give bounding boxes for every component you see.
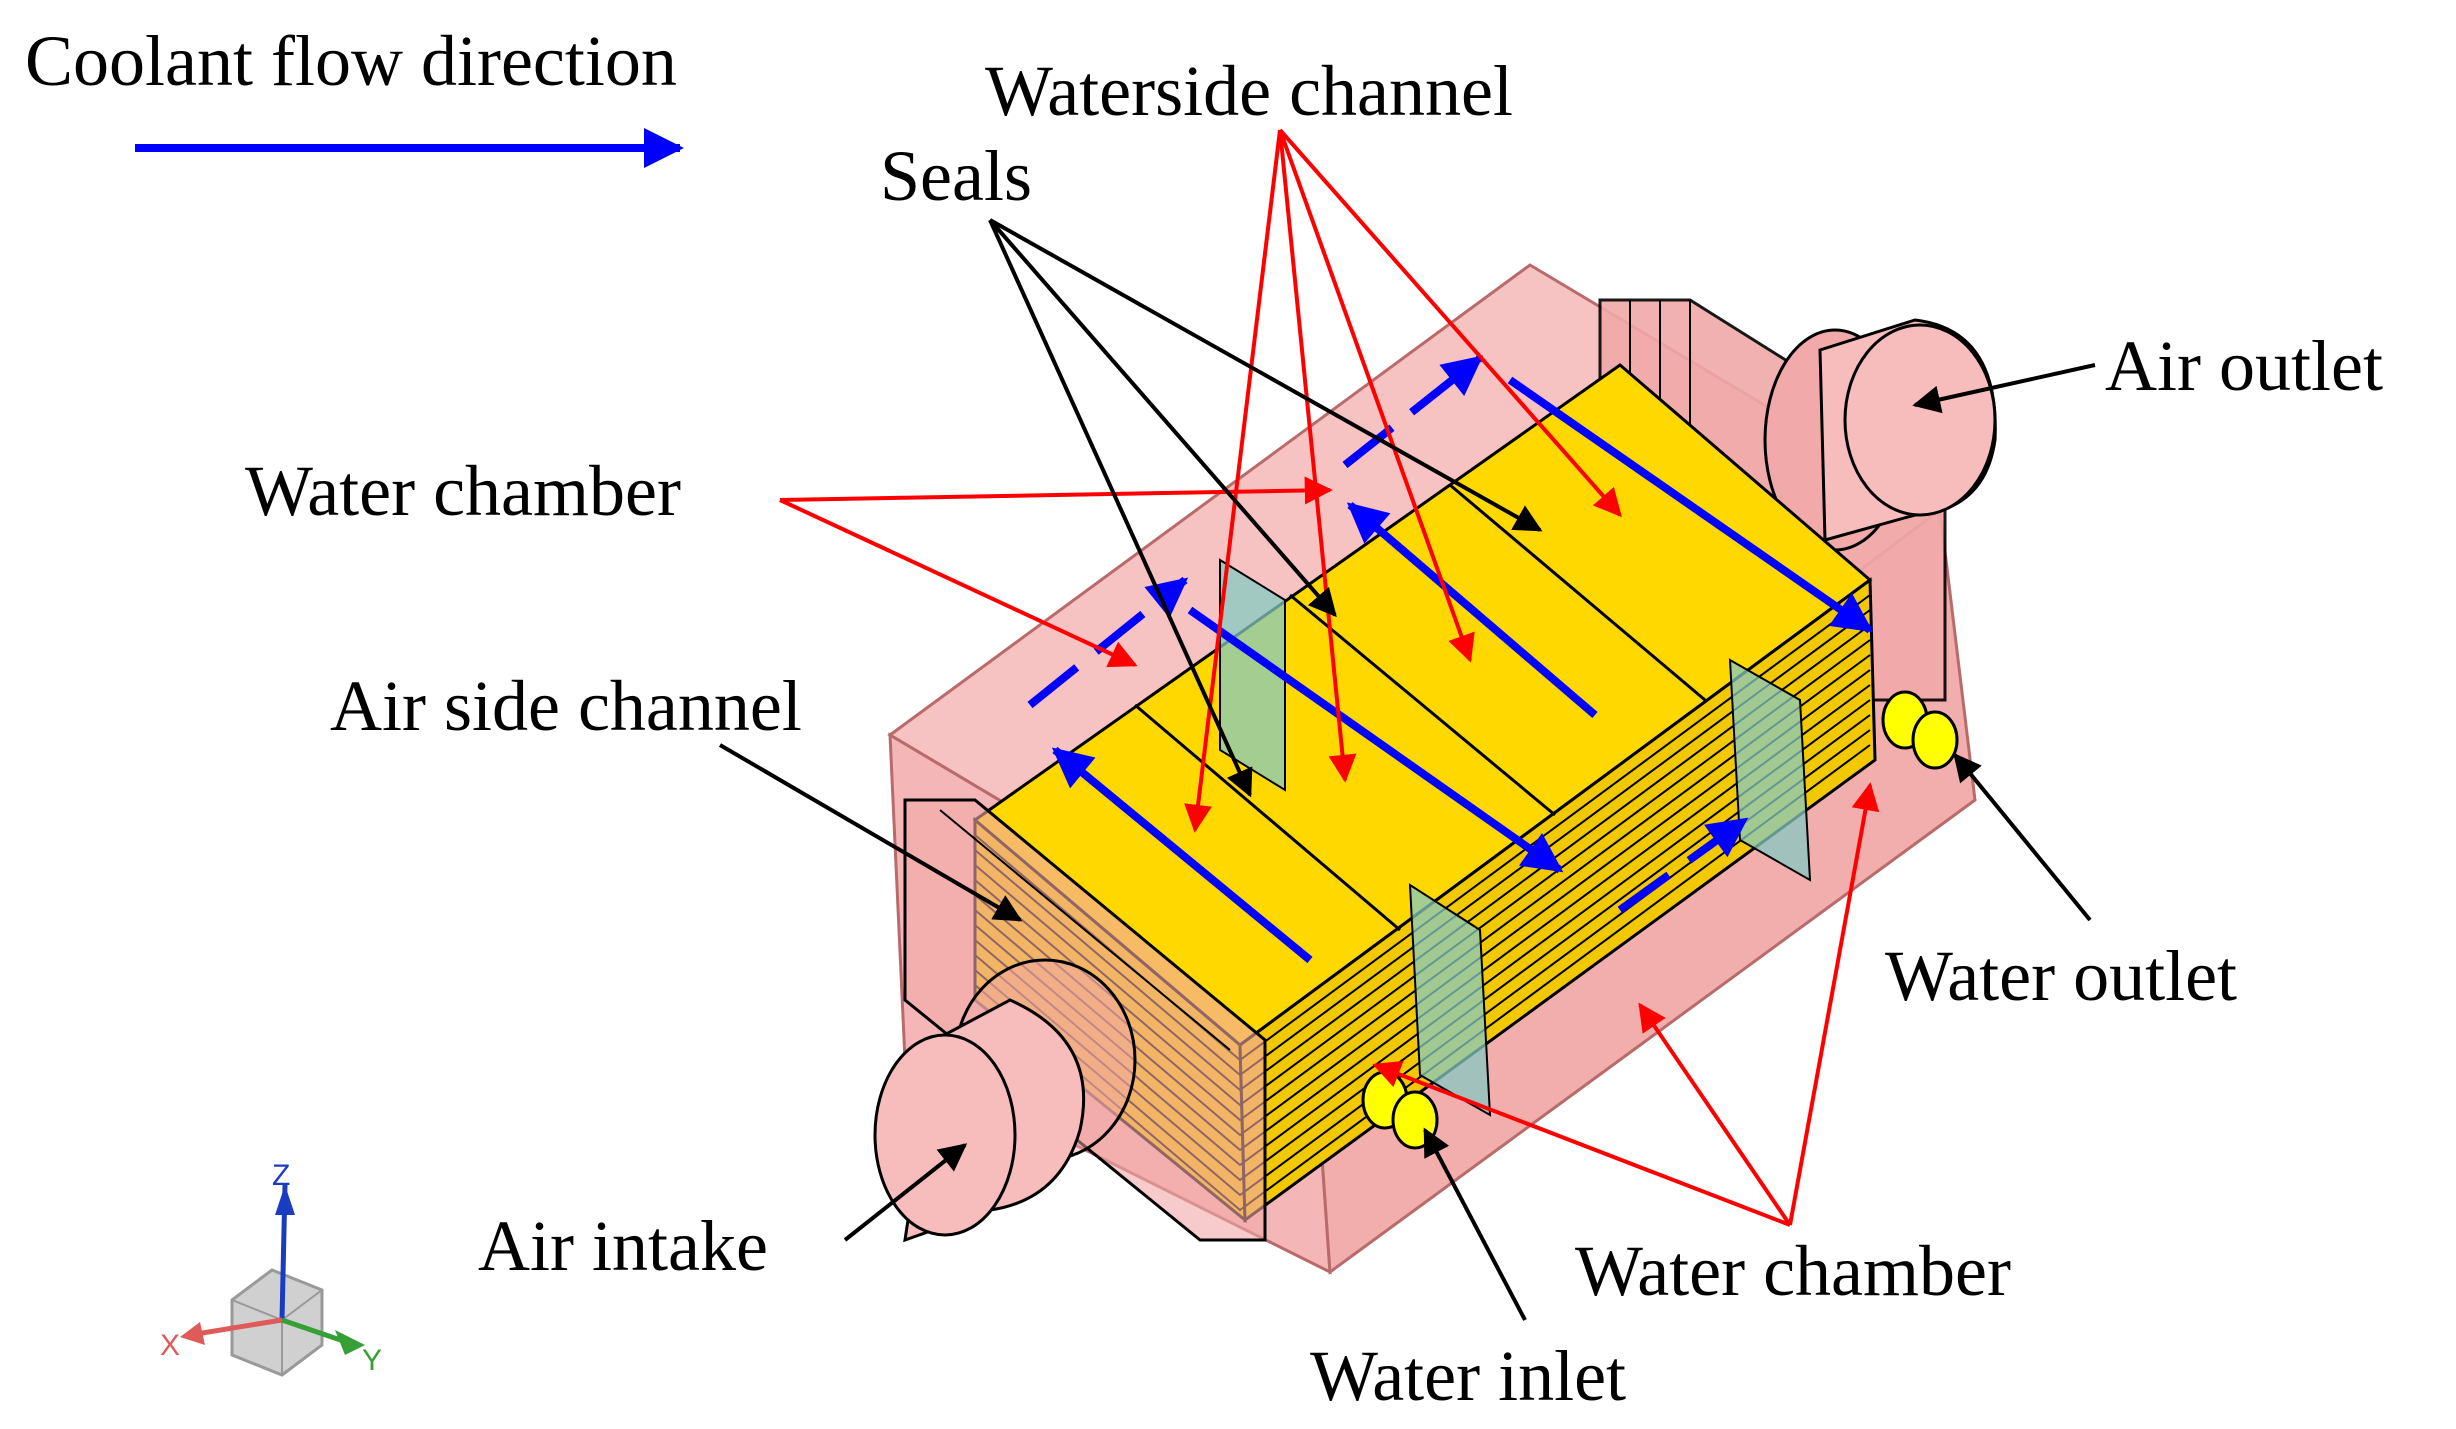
labels: Waterside channel Seals Water chamber Ai… — [245, 51, 2383, 1416]
label-air-outlet: Air outlet — [2105, 326, 2383, 406]
seals — [1219, 558, 1812, 1117]
air-outlet-pipe — [1818, 318, 1997, 542]
label-water-chamber-bottom: Water chamber — [1575, 1231, 2011, 1311]
seal-2 — [1408, 883, 1492, 1117]
label-water-outlet: Water outlet — [1885, 936, 2237, 1016]
label-water-inlet: Water inlet — [1310, 1336, 1626, 1416]
y-axis-label: Y — [362, 1344, 382, 1377]
waterside-channel-dividers — [1134, 483, 1706, 932]
label-seals: Seals — [880, 136, 1032, 216]
air-intake-pipe — [873, 998, 1086, 1243]
water-outlet-port — [1881, 690, 1959, 770]
black-leaders — [718, 218, 2096, 1321]
red-leaders — [779, 128, 1880, 1227]
flow-arrow-4 — [1507, 376, 1874, 634]
z-axis-label: Z — [272, 1159, 290, 1192]
label-air-intake: Air intake — [478, 1206, 768, 1286]
flow-arrow-7 — [1617, 816, 1749, 914]
seal-3 — [1728, 658, 1812, 882]
flow-arrow-6 — [1342, 354, 1484, 469]
legend: Coolant flow direction — [25, 21, 684, 168]
label-water-chamber-top: Water chamber — [245, 451, 681, 531]
label-waterside-channel: Waterside channel — [985, 51, 1513, 131]
seal-1 — [1219, 558, 1286, 792]
flow-arrow-3 — [1346, 501, 1598, 719]
label-air-side-channel: Air side channel — [330, 666, 802, 746]
x-axis-label: X — [160, 1329, 180, 1362]
flow-arrow-2 — [1187, 606, 1564, 874]
axis-triad: Z X Y — [160, 1159, 382, 1377]
legend-text: Coolant flow direction — [25, 21, 677, 101]
flow-arrow-1 — [1051, 746, 1313, 964]
x-axis-line — [189, 1317, 283, 1338]
